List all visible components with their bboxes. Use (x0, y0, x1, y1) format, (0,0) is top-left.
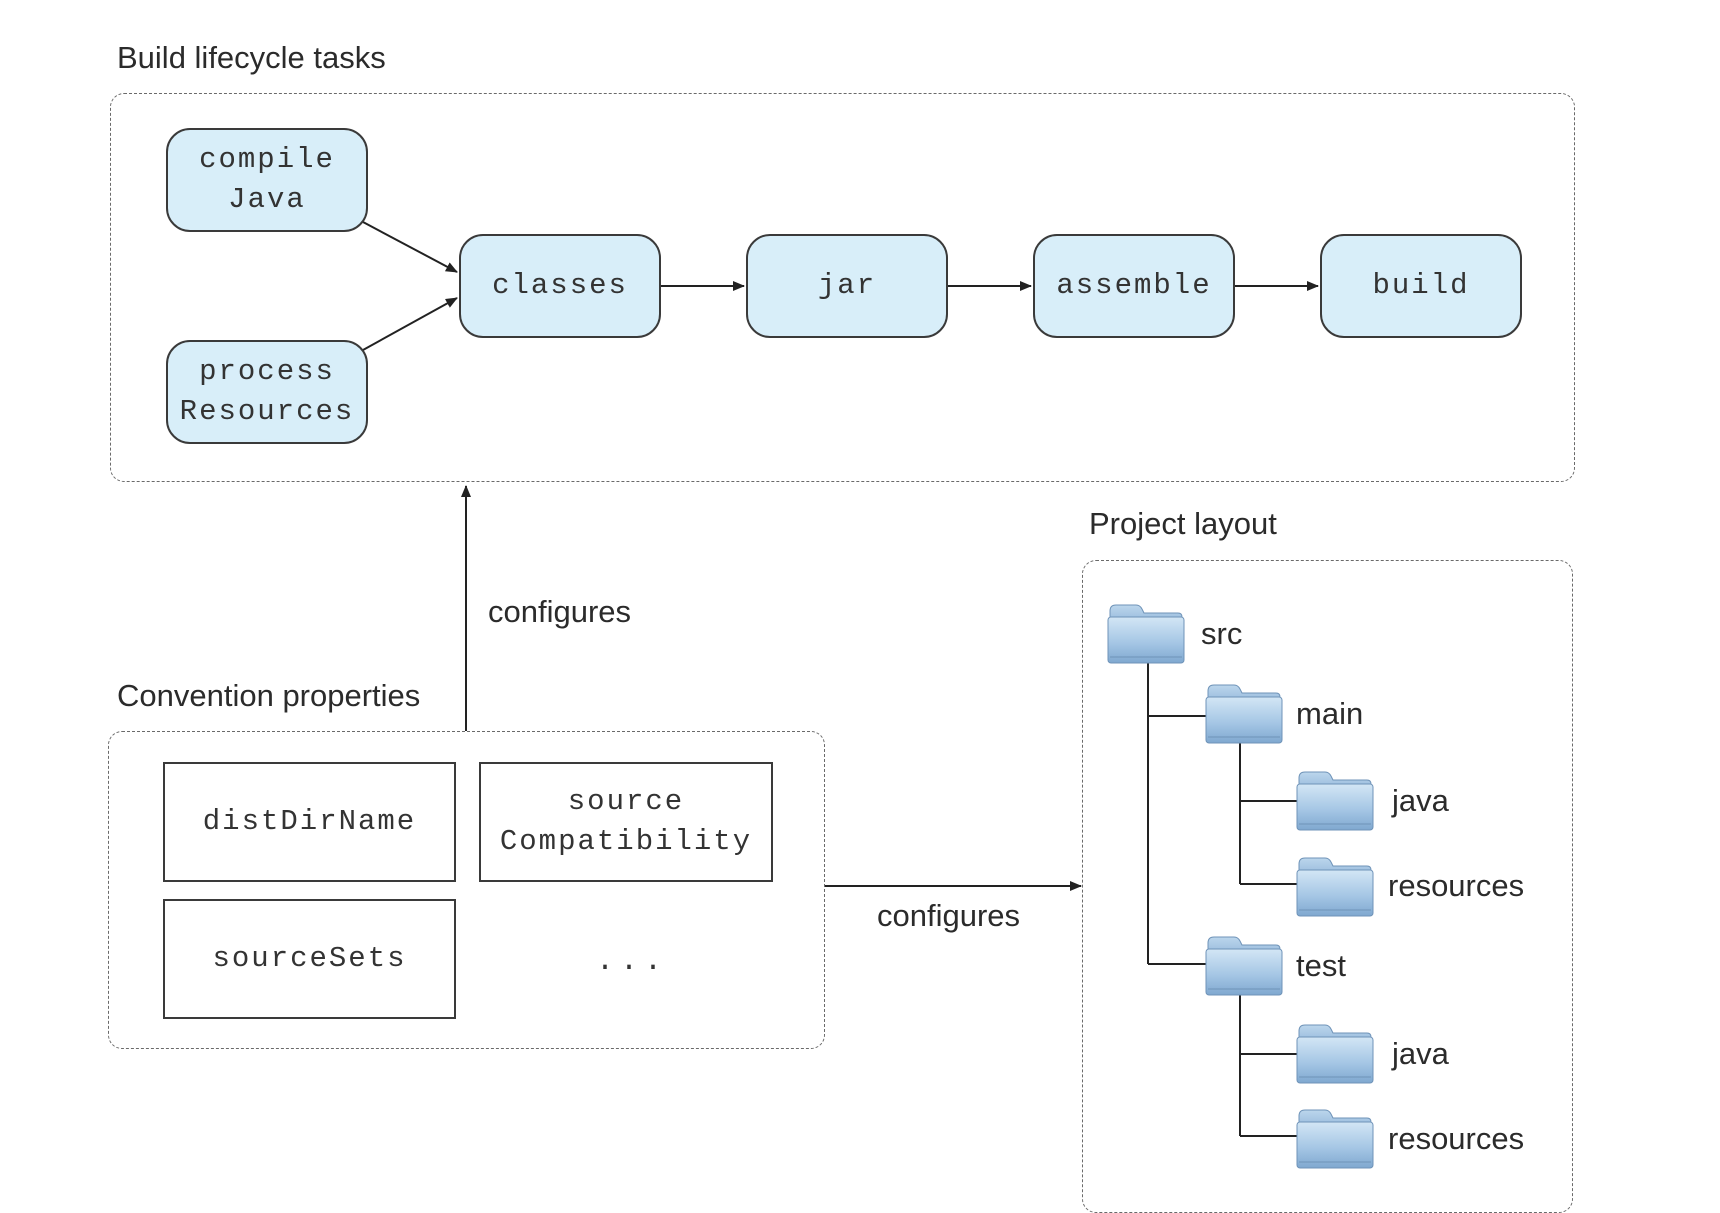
task-process-resources: process Resources (166, 340, 368, 444)
folder-label-test-java: java (1392, 1036, 1449, 1071)
conventions-group (108, 731, 825, 1049)
lifecycle-group (110, 93, 1575, 482)
folder-icon (1107, 604, 1185, 664)
folder-label-main-resources: resources (1388, 868, 1525, 903)
configures-layout-label: configures (877, 898, 1021, 933)
edge-compile-to-classes (362, 221, 458, 273)
folder-icon (1296, 857, 1374, 917)
folder-icon (1296, 771, 1374, 831)
folder-label-test-resources: resources (1388, 1121, 1525, 1156)
folder-icon (1205, 936, 1283, 996)
folder-icon (1296, 1024, 1374, 1084)
folder-icon (1296, 1109, 1374, 1169)
configures-tasks-label: configures (488, 594, 632, 629)
prop-dist-dir-name: distDirName (163, 762, 456, 882)
layout-title: Project layout (1089, 506, 1277, 541)
conventions-title: Convention properties (117, 678, 421, 713)
folder-label-test: test (1296, 948, 1346, 983)
folder-label-src: src (1201, 616, 1243, 651)
folder-tree-lines (1147, 662, 1297, 1137)
lifecycle-title: Build lifecycle tasks (117, 40, 386, 75)
edge-process-to-classes (362, 297, 458, 351)
folder-icon (1205, 684, 1283, 744)
prop-source-sets: sourceSets (163, 899, 456, 1019)
prop-more-ellipsis: ... (596, 945, 669, 979)
task-classes: classes (459, 234, 661, 338)
task-assemble: assemble (1033, 234, 1235, 338)
prop-source-compatibility: source Compatibility (479, 762, 773, 882)
folder-label-main: main (1296, 696, 1364, 731)
task-compile-java: compile Java (166, 128, 368, 232)
folder-label-main-java: java (1392, 783, 1449, 818)
task-build: build (1320, 234, 1522, 338)
task-jar: jar (746, 234, 948, 338)
